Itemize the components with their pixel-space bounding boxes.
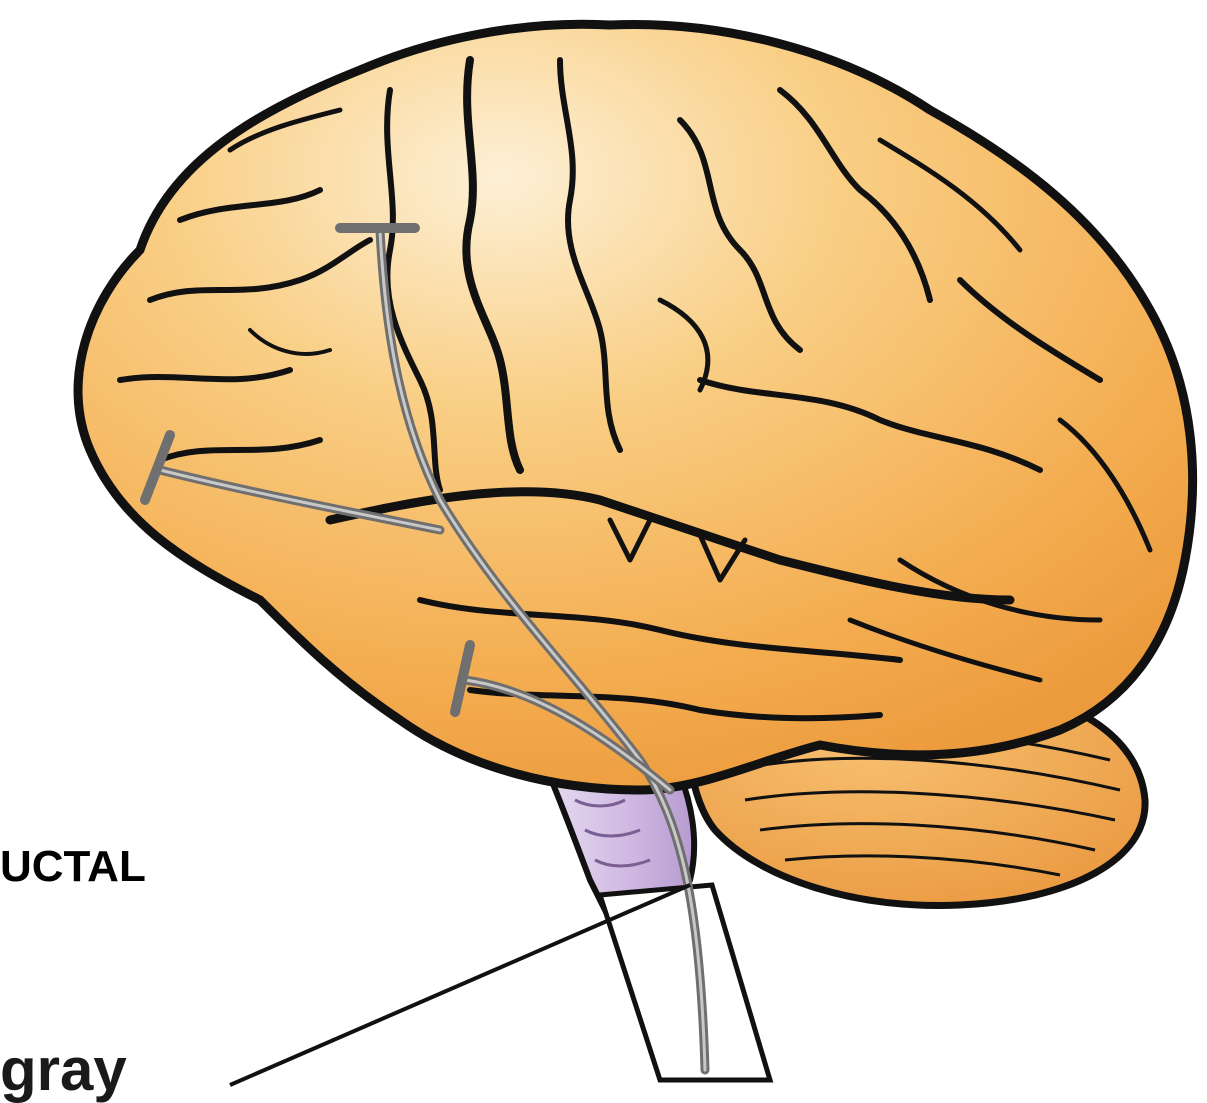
label-uctal: UCTAL — [0, 845, 146, 889]
leader-line — [230, 885, 690, 1085]
label-gray: gray — [0, 1040, 127, 1100]
